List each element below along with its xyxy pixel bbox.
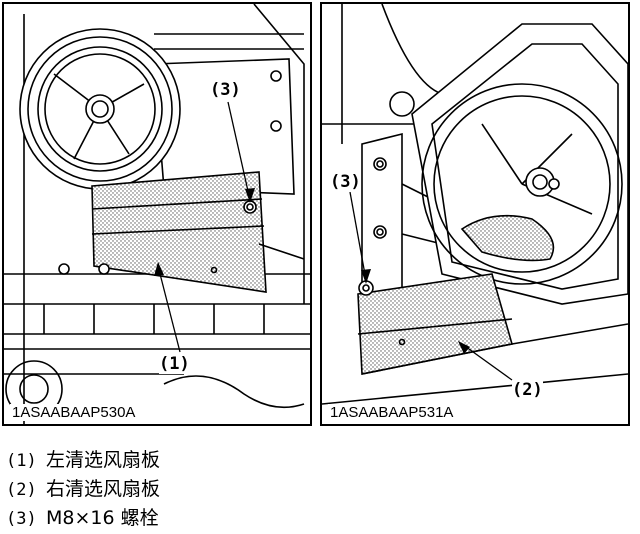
callout-label-1: (1) (159, 354, 190, 374)
figure-id-left: 1ASAABAAP530A (10, 404, 138, 421)
callout-label-2: (2) (512, 380, 543, 400)
callout-label-3-left: (3) (210, 80, 241, 100)
legend-number: (3) (6, 509, 37, 529)
figure-panel-right: (3) (2) 1ASAABAAP531A (320, 2, 630, 426)
legend-number: (2) (6, 480, 37, 500)
right-drawing (322, 4, 628, 405)
parts-legend: (1) 左清选风扇板 (2) 右清选风扇板 (3) M8×16 螺栓 (6, 446, 160, 533)
legend-item: (3) M8×16 螺栓 (6, 504, 160, 533)
left-drawing (4, 4, 310, 424)
figure-panel-left: (3) (1) 1ASAABAAP530A (2, 2, 312, 426)
legend-text: 右清选风扇板 (46, 478, 161, 500)
legend-item: (2) 右清选风扇板 (6, 475, 160, 504)
legend-text: 左清选风扇板 (46, 449, 161, 471)
legend-text: M8×16 螺栓 (46, 507, 159, 529)
callout-label-3-right: (3) (330, 172, 361, 192)
figure-id-right: 1ASAABAAP531A (328, 404, 456, 421)
legend-item: (1) 左清选风扇板 (6, 446, 160, 475)
legend-number: (1) (6, 451, 37, 471)
